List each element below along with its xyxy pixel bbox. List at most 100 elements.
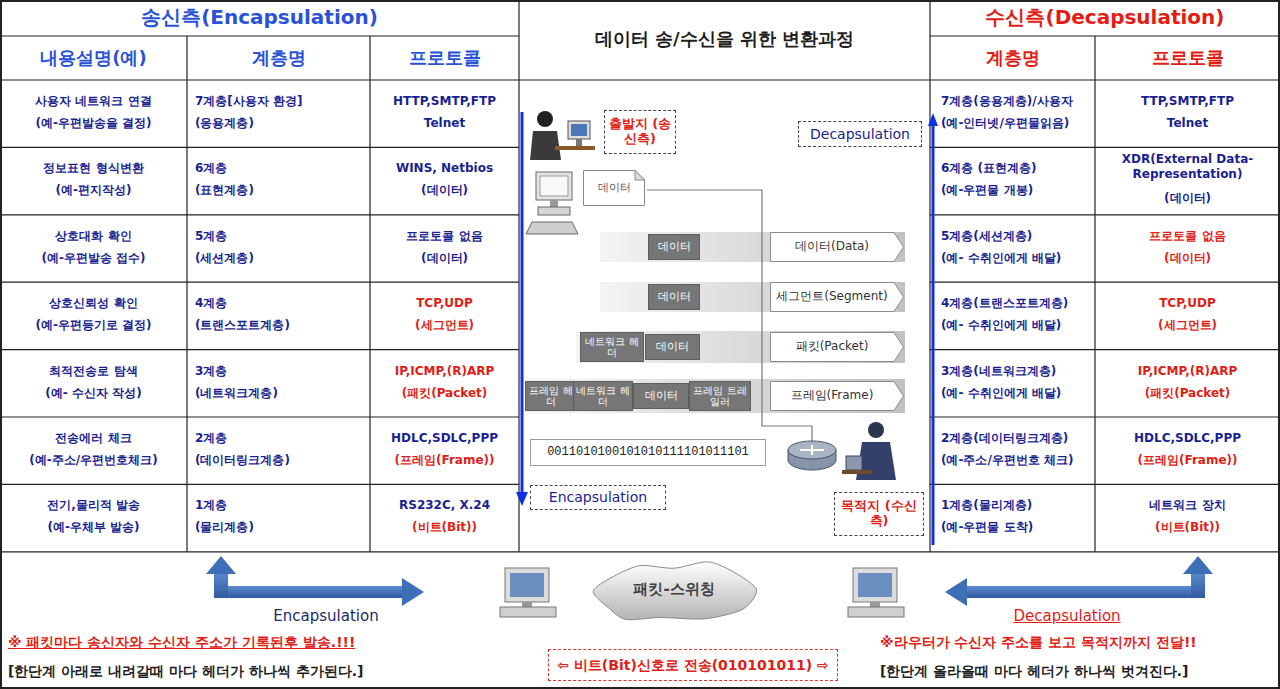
protocol-cell: 프로토콜 없음	[370, 229, 519, 244]
data-block: 데이터	[633, 383, 689, 409]
layer-cell: 6계층	[195, 161, 367, 176]
protocol-cell: (패킷(Packet)	[370, 386, 519, 401]
protocol-cell: (패킷(Packet)	[1095, 386, 1280, 401]
node-text: Encapsulation	[549, 489, 647, 505]
role-cell: (예-편지작성)	[0, 183, 187, 198]
process-tag: Encapsulation	[530, 485, 666, 510]
monitor	[568, 121, 590, 139]
computer-case	[500, 607, 556, 617]
grid-line	[0, 35, 519, 36]
monitor-stand	[576, 139, 582, 146]
node-text: 데이터(Data)	[795, 240, 869, 254]
layer-cell: (표현계층)	[195, 183, 367, 198]
node-text: 데이터	[656, 341, 689, 354]
layer-cell: (네트워크계층)	[195, 386, 367, 401]
decapsulation-arrow	[932, 124, 935, 545]
role-cell: (예-주소/우편번호체크)	[0, 453, 187, 468]
arrow-bar	[214, 572, 228, 598]
layer-cell: (예-인터넷/우편물읽음)	[941, 116, 1092, 131]
section-heading: 데이터 송/수신을 위한 변환과정	[519, 28, 930, 51]
layer-cell: 5계층	[195, 229, 367, 244]
protocol-cell: (프레임(Frame))	[1095, 453, 1280, 468]
node-text: 목적지 (수신측)	[835, 499, 923, 529]
layer-cell: 1계층	[195, 498, 367, 513]
role-cell: 최적전송로 탐색	[0, 364, 187, 379]
node-text: Decapsulation	[810, 126, 910, 142]
grid-line	[369, 36, 370, 552]
protocol-cell: HDLC,SDLC,PPP	[1095, 431, 1280, 446]
keyboard	[526, 222, 578, 234]
flow-caption: Decapsulation	[967, 607, 1167, 626]
grid-line	[186, 36, 187, 552]
node-text: 데이터	[658, 241, 691, 254]
data-document: 데이터	[583, 170, 645, 206]
protocol-cell: 프로토콜 없음	[1095, 229, 1280, 244]
role-cell: 상호신뢰성 확인	[0, 296, 187, 311]
arrow-head	[945, 578, 967, 606]
grid-line	[930, 214, 1280, 215]
protocol-cell: (비트(Bit))	[1095, 520, 1280, 535]
role-cell: (예-우편발송을 결정)	[0, 116, 187, 131]
data-block: 데이터	[648, 234, 700, 260]
computer-case	[848, 607, 904, 617]
desk	[555, 146, 595, 150]
layer-cell: (응용계층)	[195, 116, 367, 131]
node-text: 프레임 트레일러	[690, 385, 750, 408]
signal-note: ⇦ 비트(Bit)신호로 전송(010101011) ⇨	[548, 649, 838, 681]
protocol-cell: (데이터)	[370, 251, 519, 266]
node-text: 네트워크 헤더	[581, 336, 643, 359]
layer-band	[600, 282, 905, 312]
layer-cell: (예-우편물 도착)	[941, 520, 1092, 535]
protocol-cell: (세그먼트)	[370, 318, 519, 333]
layer-cell: 3계층(네트워크계층)	[941, 364, 1092, 379]
protocol-cell: (데이터)	[1095, 191, 1280, 206]
location-tag: 목적지 (수신측)	[834, 492, 924, 536]
grid-line	[0, 147, 519, 148]
arrow-head	[402, 578, 424, 606]
layer-band	[600, 232, 905, 262]
protocol-cell: HDLC,SDLC,PPP	[370, 431, 519, 446]
protocol-cell: (세그먼트)	[1095, 318, 1280, 333]
header-block: 프레임 헤더	[525, 381, 577, 411]
layer-cell: 5계층(세션계층)	[941, 229, 1092, 244]
grid-line	[0, 416, 519, 417]
layer-cell: (예-우편물 개봉)	[941, 183, 1092, 198]
packet-cloud: 패킷-스위칭	[588, 558, 760, 622]
person-head	[537, 111, 553, 127]
side-heading: 송신측(Encapsulation)	[0, 5, 519, 30]
arrow-head	[1183, 556, 1213, 574]
trailer-block: 프레임 트레일러	[689, 381, 751, 411]
role-cell: (예-우체부 발송)	[0, 520, 187, 535]
layer-cell: 3계층	[195, 364, 367, 379]
layer-cell: (트랜스포트계층)	[195, 318, 367, 333]
pdu-tag: 패킷(Packet)	[770, 332, 904, 362]
cloud-outline	[593, 562, 756, 620]
router-top	[788, 441, 836, 459]
protocol-cell: RS232C, X.24	[370, 498, 519, 513]
encapsulation-arrow	[521, 112, 524, 494]
tag-outline	[771, 233, 904, 262]
person-body	[530, 131, 561, 160]
layer-cell: (물리계층)	[195, 520, 367, 535]
person-head	[868, 422, 884, 438]
header-block: 네트워크 헤더	[573, 381, 633, 411]
arrow-head	[206, 556, 236, 574]
grid-line	[518, 0, 519, 552]
protocol-cell: HTTP,SMTP,FTP	[370, 94, 519, 109]
grid-line	[1094, 36, 1095, 552]
screen	[540, 176, 568, 196]
node-text: 데이터	[645, 390, 678, 403]
pdu-tag: 세그먼트(Segment)	[770, 282, 904, 312]
layer-cell: (데이터링크계층)	[195, 453, 367, 468]
monitor-stand	[522, 602, 532, 607]
protocol-cell: 네트워크 장치	[1095, 498, 1280, 513]
grid-line	[930, 147, 1280, 148]
node-text: 세그먼트(Segment)	[776, 290, 887, 304]
node-text: 프레임(Frame)	[791, 389, 874, 403]
layer-cell: 1계층(물리계층)	[941, 498, 1092, 513]
desk	[842, 470, 872, 474]
router-symbol	[788, 441, 836, 470]
grid-line	[0, 551, 1280, 552]
layer-cell: (예-주소/우편번호 체크)	[941, 453, 1092, 468]
